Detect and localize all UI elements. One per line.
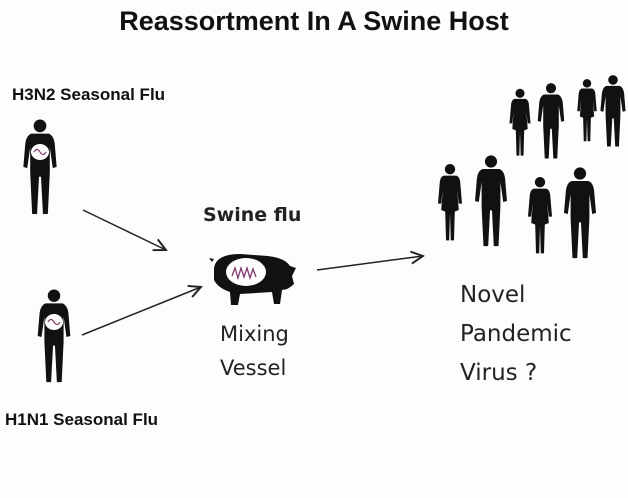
virus-icon <box>231 265 257 281</box>
h1n1-label: H1N1 Seasonal Flu <box>5 410 159 429</box>
novel-label: Novel <box>460 282 526 308</box>
h1n1-person <box>37 289 71 383</box>
arrow-h3n2-to-pig <box>82 209 166 250</box>
vessel-label: Vessel <box>220 356 287 380</box>
arrow-pig-to-crowd <box>316 256 423 271</box>
virus-label: Virus ? <box>460 360 538 386</box>
diagram-title: Reassortment In A Swine Host <box>119 6 509 36</box>
swine-flu-label: Swine flu <box>203 204 302 226</box>
pandemic-label: Pandemic <box>460 321 572 347</box>
h3n2-label: H3N2 Seasonal Flu <box>12 85 166 104</box>
arrow-h1n1-to-pig <box>81 287 201 336</box>
h3n2-person <box>23 119 57 215</box>
pig-icon <box>209 254 296 305</box>
crowd <box>438 75 626 259</box>
mixing-label: Mixing <box>220 322 289 346</box>
